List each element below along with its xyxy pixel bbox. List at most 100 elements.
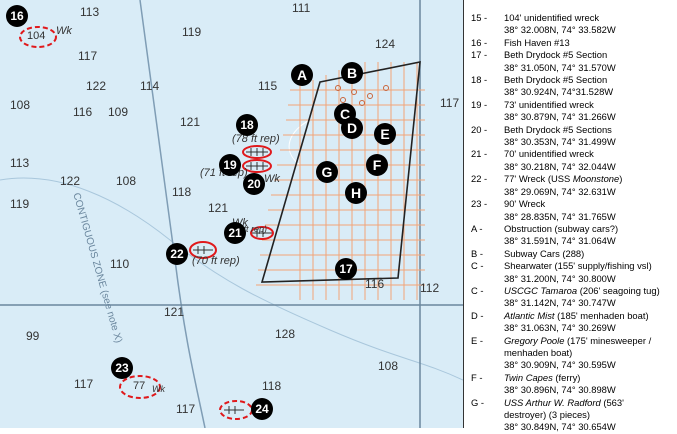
legend-description: Subway Cars (288) (504, 248, 673, 260)
legend-entry: F - Twin Capes (ferry) (471, 372, 673, 384)
legend-description-part: Moonstone (572, 173, 620, 185)
legend-key: B - (471, 247, 483, 259)
legend-description-part: (ferry) (552, 371, 581, 383)
legend-coordinates: 38° 30.218N, 74° 32.044W (504, 160, 616, 172)
legend-description: 104' unidentified wreck (504, 12, 673, 24)
wreck-label: Wk (152, 384, 165, 394)
depth-sounding: 114 (140, 79, 160, 93)
depth-sounding: 119 (182, 25, 202, 39)
depth-sounding: 116 (73, 105, 93, 119)
legend-entry: 17 - Beth Drydock #5 Section (471, 49, 673, 61)
legend-description-part: USCGC Tamaroa (504, 284, 578, 296)
reported-depth-note: (70 ft rep) (192, 255, 240, 267)
site-marker-h: H (345, 182, 367, 204)
legend-coordinates: 38° 31.200N, 74° 30.800W (504, 272, 616, 284)
legend-key: D - (471, 309, 484, 321)
legend-entry: 18 -Beth Drydock #5 Section (471, 74, 673, 86)
depth-sounding: 111 (292, 1, 311, 15)
legend-coordinates: 38° 30.849N, 74° 30.654W (504, 421, 616, 433)
legend-entry: 19 - 73' unidentified wreck (471, 99, 673, 111)
legend-coordinates: 38° 30.353N, 74° 31.499W (504, 136, 616, 148)
legend-coordinates: menhaden boat) (504, 346, 573, 358)
legend-entry: C - USCGC Tamaroa (206' seagoing tug) (471, 285, 673, 297)
legend-description: 70' unidentified wreck (504, 148, 673, 160)
wreck-label: Wk (264, 173, 280, 185)
wreck-marker-18: 18 (236, 114, 258, 136)
site-marker-d: D (341, 117, 363, 139)
legend-key: 20 - (471, 123, 488, 135)
legend-coordinates: 38° 31.591N, 74° 31.064W (504, 235, 616, 247)
depth-sounding: 122 (86, 79, 107, 93)
legend-entry: 21 - 70' unidentified wreck (471, 148, 673, 160)
legend-description: Beth Drydock #5 Sections (504, 124, 673, 136)
depth-sounding: 117 (440, 96, 460, 110)
nautical-chart: 113 111 119 124 117 122 114 115 117 108 … (0, 0, 463, 428)
legend-description-part: ) (619, 173, 623, 185)
legend-description-part: 90' Wreck (504, 198, 546, 210)
depth-sounding: 113 (10, 156, 30, 170)
depth-sounding: 115 (258, 79, 278, 93)
depth-sounding: 110 (110, 257, 130, 271)
depth-sounding: 118 (262, 379, 282, 393)
reported-depth-note: (70 ft rep) (228, 224, 268, 234)
depth-sounding: 113 (80, 5, 100, 19)
legend-description-part: (563' (600, 396, 624, 408)
legend-entry: 22 - 77' Wreck (USS Moonstone) (471, 173, 673, 185)
legend-description-part: Gregory Poole (504, 334, 565, 346)
legend-entry: B - Subway Cars (288) (471, 248, 673, 260)
legend-key: 15 - (471, 12, 488, 23)
legend-entry: 20 - Beth Drydock #5 Sections (471, 124, 673, 136)
legend-key: 21 - (471, 148, 488, 160)
wreck-marker-23: 23 (111, 357, 133, 379)
legend-description: Twin Capes (ferry) (504, 372, 673, 384)
legend-entry: D -Atlantic Mist (185' menhaden boat) (471, 310, 673, 322)
wreck-marker-17: 17 (335, 258, 357, 280)
legend-coordinates: 38° 28.835N, 74° 31.765W (504, 210, 616, 222)
depth-sounding: 121 (164, 305, 185, 319)
depth-sounding: 116 (365, 277, 385, 291)
depth-sounding: 119 (10, 197, 30, 211)
wreck-marker-20: 20 (243, 173, 265, 195)
legend-description: USS Arthur W. Radford (563' (504, 397, 673, 409)
legend-key: 16 - (471, 36, 488, 48)
legend-entry: G -USS Arthur W. Radford (563' (471, 397, 673, 409)
wreck-label: Wk (56, 25, 72, 37)
legend-entry: A -Obstruction (subway cars?) (471, 223, 673, 235)
depth-sounding: 121 (180, 115, 201, 129)
legend-description: Shearwater (155' supply/fishing vsl) (504, 260, 673, 272)
legend-key: A - (471, 222, 483, 234)
legend-coordinates: 38° 31.050N, 74° 31.570W (504, 61, 616, 73)
legend-description: USCGC Tamaroa (206' seagoing tug) (504, 285, 673, 297)
legend-description-part: 104' unidentified wreck (504, 12, 600, 23)
reported-depth-note: (78 ft rep) (232, 133, 280, 145)
legend-key: 19 - (471, 98, 488, 110)
legend-description-part: 77' Wreck (USS (504, 173, 573, 185)
legend-coordinates: 38° 30.924N, 74°31.528W (504, 86, 614, 98)
wreck-marker-24: 24 (251, 398, 273, 420)
legend-key: C - (471, 284, 484, 296)
legend-coordinates: destroyer) (3 pieces) (504, 409, 590, 420)
legend-key: 17 - (471, 49, 488, 61)
legend-entry: 15 - 104' unidentified wreck (471, 12, 673, 24)
legend-description-part: 73' unidentified wreck (504, 98, 594, 110)
legend-key: 22 - (471, 173, 488, 185)
legend-coordinates: 38° 32.008N, 74° 33.582W (504, 24, 616, 36)
legend-description: Beth Drydock #5 Section (504, 74, 673, 86)
site-marker-e: E (374, 123, 396, 145)
depth-sounding: 121 (208, 201, 229, 215)
legend-description-part: (206' seagoing tug) (577, 284, 660, 296)
depth-sounding: 99 (26, 329, 40, 343)
legend-description: Beth Drydock #5 Section (504, 49, 673, 61)
legend-key: E - (471, 334, 483, 346)
site-marker-g: G (316, 161, 338, 183)
legend-coordinates: 38° 30.879N, 74° 31.266W (504, 111, 616, 123)
wreck-marker-19: 19 (219, 154, 241, 176)
legend-description-part: Beth Drydock #5 Section (504, 49, 608, 61)
legend-coordinates: 38° 31.063N, 74° 30.269W (504, 322, 616, 334)
depth-sounding: 117 (78, 49, 98, 63)
legend-description-part: (185' menhaden boat) (554, 309, 649, 321)
legend-key: F - (471, 371, 483, 383)
depth-sounding: 108 (10, 98, 31, 112)
